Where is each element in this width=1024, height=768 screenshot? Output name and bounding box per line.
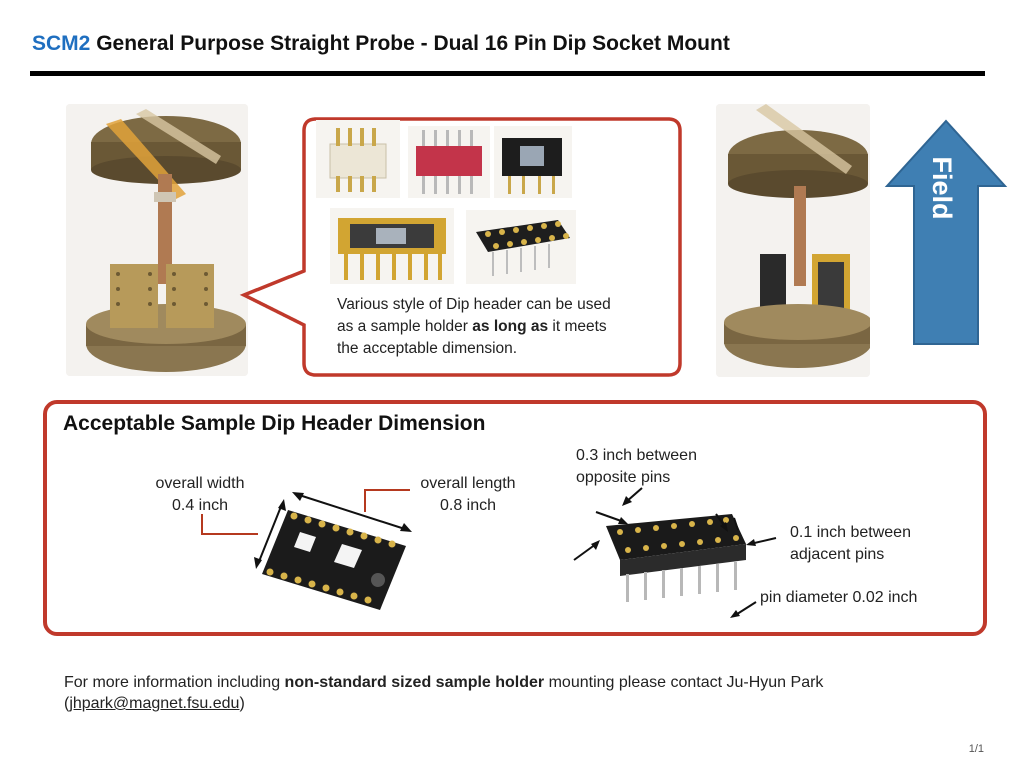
dip-header-photo-1 [316, 120, 400, 198]
dip-header-photo-5 [466, 210, 576, 284]
footer-paren-close: ) [239, 695, 245, 712]
title-underline [30, 71, 985, 76]
dimension-heading: Acceptable Sample Dip Header Dimension [63, 412, 486, 435]
adjacent-pins-label: 0.1 inch between adjacent pins [790, 522, 911, 566]
field-arrow-icon [884, 119, 1008, 345]
callout-text: Various style of Dip header can be used … [337, 294, 677, 360]
callout-line-1: Various style of Dip header can be used [337, 296, 611, 313]
footer-paren-open: ( [64, 695, 70, 712]
field-label: Field [927, 156, 957, 220]
footer-emphasis: non-standard sized sample holder [284, 674, 545, 691]
overall-length-text: overall length [420, 475, 516, 492]
page-title: SCM2 General Purpose Straight Probe - Du… [32, 32, 730, 56]
footer-contact: For more information including non-stand… [64, 672, 964, 714]
pin-diameter-label: pin diameter 0.02 inch [760, 589, 918, 606]
callout-line-3: the acceptable dimension. [337, 340, 518, 357]
opposite-pins-label: 0.3 inch between opposite pins [576, 445, 697, 489]
contact-email-link[interactable]: jhpark@magnet.fsu.edu [69, 695, 240, 712]
dip-header-photo-2 [408, 126, 490, 198]
footer-text-post: mounting please contact Ju-Hyun Park [544, 674, 824, 691]
overall-length-label: overall length 0.8 inch [400, 473, 536, 517]
callout-line-2-pre: as a sample holder [337, 318, 473, 335]
probe-photo-right [716, 104, 870, 377]
overall-width-text: overall width [155, 475, 245, 492]
opposite-pins-text-1: 0.3 inch between [576, 447, 697, 464]
adjacent-pins-text-1: 0.1 inch between [790, 524, 911, 541]
callout-line-2-post: it meets [548, 318, 607, 335]
opposite-pins-text-2: opposite pins [576, 469, 671, 486]
overall-length-value: 0.8 inch [439, 497, 497, 514]
adjacent-pins-text-2: adjacent pins [790, 546, 885, 563]
callout-line-2: as a sample holder as long as it meets [337, 316, 677, 338]
dip-header-photo-4 [330, 208, 454, 284]
overall-width-value: 0.4 inch [171, 497, 229, 514]
overall-width-label: overall width 0.4 inch [130, 473, 270, 517]
dip-header-photo-3 [494, 126, 572, 198]
dip-socket-dimension-illustration [573, 487, 777, 618]
page-number: 1/1 [968, 743, 984, 755]
title-main: General Purpose Straight Probe - Dual 16… [96, 32, 730, 55]
probe-photo-left [66, 104, 248, 376]
callout-emphasis: as long as [472, 318, 549, 335]
title-prefix: SCM2 [32, 32, 91, 55]
dip-header-dimension-illustration [201, 489, 412, 610]
footer-text-pre: For more information including [64, 674, 285, 691]
